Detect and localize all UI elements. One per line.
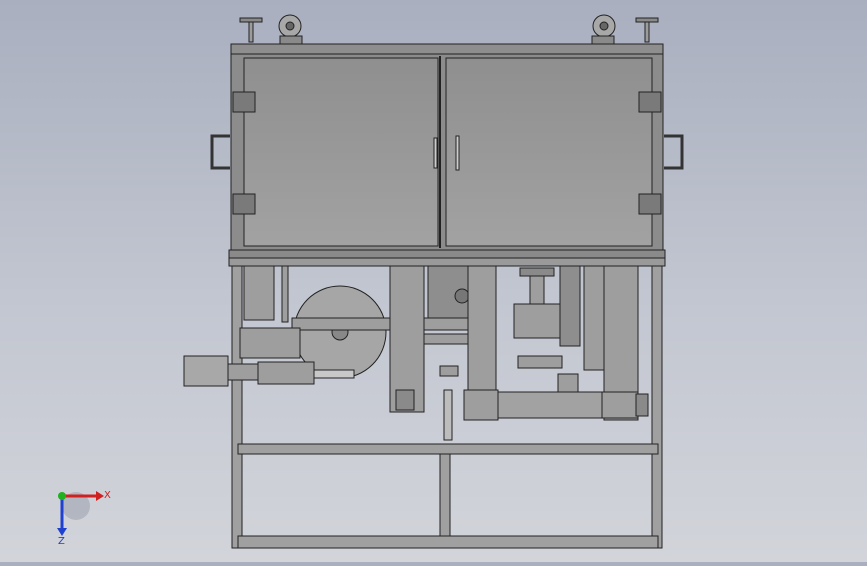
y-axis-dot [58, 492, 66, 500]
caster-left-icon [239, 14, 303, 45]
upper-cabinet [210, 43, 684, 267]
mechanism-assembly [183, 265, 649, 441]
z-axis-label: Z [58, 536, 65, 547]
caster-right-icon [591, 14, 659, 45]
lower-frame [231, 265, 663, 549]
x-axis-label: X [104, 490, 111, 501]
coordinate-triad-icon [57, 491, 104, 536]
